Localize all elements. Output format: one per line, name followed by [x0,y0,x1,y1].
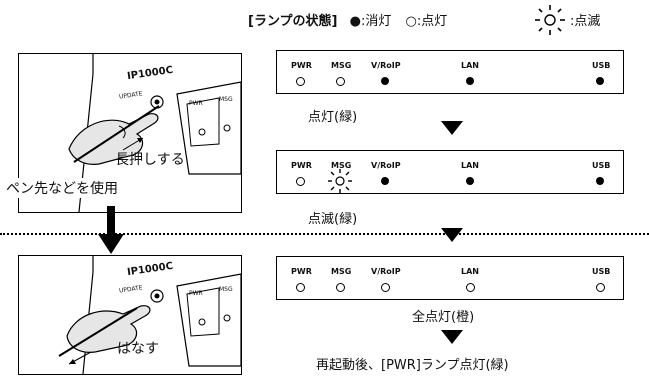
lamp-panel-step1: PWR MSG V/RoIP LAN USB [276,50,624,94]
panel1-msg-lamp [336,77,345,86]
panel2-label-usb: USB [592,161,611,170]
panel2-pwr-lamp [296,177,305,186]
lamp-panel-step2: PWR MSG V/RoIP LAN USB [276,150,624,194]
big-down-arrow [98,206,124,254]
hold-instruction: 長押しする [115,152,185,168]
panel3-lan-lamp [466,283,475,292]
panel2-label-pwr: PWR [291,161,312,170]
panel1-label-pwr: PWR [291,61,312,70]
panel3-usb-lamp [596,283,605,292]
step-arrow-3 [441,330,463,344]
step-arrow-1 [441,121,463,135]
step-arrow-2 [441,228,463,242]
step3-caption: 全点灯(橙) [412,310,475,325]
panel3-label-msg: MSG [331,267,352,276]
panel1-vroip-lamp [381,77,389,85]
panel3-label-usb: USB [592,267,611,276]
panel2-lan-lamp [466,177,474,185]
step4-caption: 再起動後、[PWR]ランプ点灯(緑) [316,358,509,373]
lamp-legend: [ランプの状態] ●:消灯 ○:点灯 [248,10,447,29]
panel1-pwr-lamp [296,77,305,86]
legend-on-text: :点灯 [416,14,448,29]
legend-off-text: :消灯 [360,14,392,29]
panel3-label-lan: LAN [461,267,479,276]
panel3-vroip-lamp [381,283,390,292]
panel1-usb-lamp [596,77,604,85]
panel1-lan-lamp [466,77,474,85]
device-pwr-label-2: PWR [189,290,203,297]
legend-on-ring: ○ [405,14,417,29]
panel3-label-vroip: V/RoIP [371,267,401,276]
panel2-label-lan: LAN [461,161,479,170]
panel2-label-msg: MSG [331,161,352,170]
device-msg-label: MSG [219,96,233,103]
step-separator [0,233,649,235]
device-pwr-label: PWR [189,100,203,107]
device-photo-press: IP1000C UPDATE PWR MSG 長押しする [18,53,242,213]
panel2-label-vroip: V/RoIP [371,161,401,170]
lamp-panel-step3: PWR MSG V/RoIP LAN USB [276,256,624,300]
panel1-label-vroip: V/RoIP [371,61,401,70]
panel3-msg-lamp [336,283,345,292]
legend-title: [ランプの状態] [248,14,338,29]
panel2-vroip-lamp [381,177,389,185]
step1-caption: 点灯(緑) [308,110,358,125]
panel2-msg-blink-icon [328,169,352,193]
device-photo-release: IP1000C UPDATE PWR MSG はなす [18,255,242,375]
pen-instruction: ペン先などを使用 [6,178,118,198]
step2-caption: 点滅(緑) [308,212,358,227]
panel1-label-msg: MSG [331,61,352,70]
device-msg-label-2: MSG [219,286,233,293]
panel1-label-lan: LAN [461,61,479,70]
panel3-pwr-lamp [296,283,305,292]
release-instruction: はなす [117,341,159,357]
legend-blink-text: :点滅 [570,14,601,29]
panel1-label-usb: USB [592,61,611,70]
panel2-usb-lamp [596,177,604,185]
panel3-label-pwr: PWR [291,267,312,276]
legend-blink-icon [535,5,565,35]
legend-off-dot: ● [349,14,361,29]
